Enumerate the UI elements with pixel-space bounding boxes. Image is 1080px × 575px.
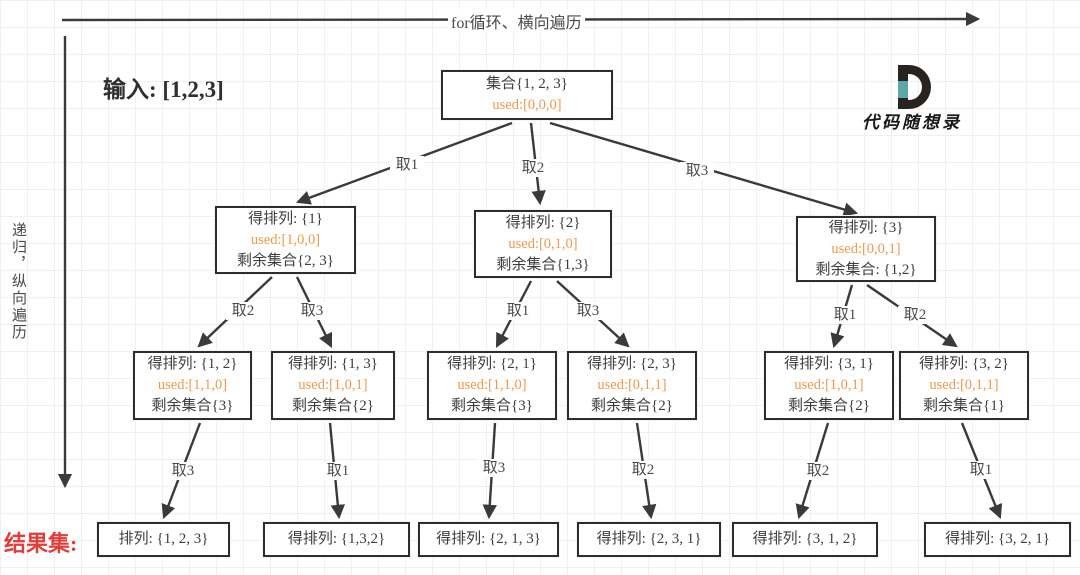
edge-label-l2-1: 取3 <box>295 302 329 320</box>
node-l3-1: 得排列: {1, 2} used:[1,1,0] 剩余集合{3} <box>133 351 252 420</box>
node-l3-5: 得排列: {3, 1} used:[1,0,1] 剩余集合{2} <box>764 351 894 420</box>
node-used-line: used:[1,0,1] <box>794 377 864 393</box>
edge-label-l2-4: 取1 <box>828 306 862 324</box>
node-used-line: used:[0,1,1] <box>929 377 999 393</box>
d-bar-top <box>898 65 908 81</box>
edge-label-l2-2: 取1 <box>501 302 535 320</box>
node-set-line: 集合{1, 2, 3} <box>486 76 568 92</box>
left-axis-label: 递归，纵向遍历 <box>10 222 26 341</box>
node-perm-line: 得排列: {3, 2} <box>919 356 1009 372</box>
node-used-line: used:[0,0,1] <box>831 240 901 257</box>
edge-label-l1-2: 取3 <box>680 162 714 180</box>
node-used-line: used:[0,1,1] <box>597 377 667 393</box>
node-l2-2: 得排列: {2} used:[0,1,0] 剩余集合{1,3} <box>474 210 612 278</box>
node-l2-3: 得排列: {3} used:[0,0,1] 剩余集合: {1,2} <box>796 216 936 282</box>
node-l3-6: 得排列: {3, 2} used:[0,1,1] 剩余集合{1} <box>899 351 1029 420</box>
node-used-line: used:[1,1,0] <box>157 377 228 393</box>
node-rest-line: 剩余集合{2, 3} <box>237 252 334 269</box>
result-node-4: 得排列: {2, 3, 1} <box>577 522 721 557</box>
top-axis-label: for循环、横向遍历 <box>448 9 585 33</box>
edge-label-l1-1: 取2 <box>516 159 550 177</box>
result-node-2: 得排列: {1,3,2} <box>263 522 410 557</box>
edge-label-l1-0: 取1 <box>390 156 424 174</box>
edge-label-l3-1: 取1 <box>321 462 355 480</box>
result-node-5: 得排列: {3, 1, 2} <box>732 522 878 557</box>
edge-label-l2-0: 取2 <box>226 302 260 320</box>
node-rest-line: 剩余集合{2} <box>591 398 673 414</box>
node-used-line: used:[1,0,0] <box>250 231 321 248</box>
node-perm-line: 得排列: {1, 3} <box>288 356 378 372</box>
node-l2-1: 得排列: {1} used:[1,0,0] 剩余集合{2, 3} <box>215 206 356 274</box>
node-l3-4: 得排列: {2, 3} used:[0,1,1] 剩余集合{2} <box>567 351 697 420</box>
node-perm-line: 得排列: {1} <box>248 210 323 227</box>
result-text: 得排列: {1,3,2} <box>287 531 386 547</box>
node-rest-line: 剩余集合: {1,2} <box>815 261 917 278</box>
node-perm-line: 得排列: {2} <box>505 214 581 231</box>
result-node-6: 得排列: {3, 2, 1} <box>924 522 1071 557</box>
edge-label-l2-3: 取3 <box>571 302 605 320</box>
node-rest-line: 剩余集合{1,3} <box>496 256 590 273</box>
node-perm-line: 得排列: {3, 1} <box>784 356 874 372</box>
result-set-label: 结果集: <box>4 531 78 556</box>
result-node-3: 得排列: {2, 1, 3} <box>418 522 559 557</box>
node-rest-line: 剩余集合{3} <box>451 398 533 414</box>
d-bowl-shape <box>905 65 931 109</box>
node-rest-line: 剩余集合{3} <box>151 398 234 414</box>
node-root: 集合{1, 2, 3} used:[0,0,0] <box>441 70 613 120</box>
edge-label-l3-3: 取2 <box>626 461 660 479</box>
node-used-line: used:[1,1,0] <box>457 377 527 393</box>
node-perm-line: 得排列: {1, 2} <box>147 356 238 372</box>
edge-label-l2-5: 取2 <box>898 306 932 324</box>
edge-label-l3-0: 取3 <box>166 462 200 480</box>
node-l3-3: 得排列: {2, 1} used:[1,1,0] 剩余集合{3} <box>427 351 557 420</box>
node-rest-line: 剩余集合{1} <box>923 398 1005 414</box>
node-used-line: used:[0,1,0] <box>508 235 578 252</box>
brand-name: 代码随想录 <box>862 113 962 132</box>
result-text: 得排列: {3, 1, 2} <box>752 531 858 547</box>
node-perm-line: 得排列: {2, 3} <box>587 356 677 372</box>
brand-d-icon <box>898 64 932 110</box>
result-text: 得排列: {3, 2, 1} <box>945 531 1050 547</box>
result-text: 排列: {1, 2, 3} <box>118 531 209 547</box>
node-used-line: used:[1,0,1] <box>298 377 368 393</box>
d-bar-bottom <box>898 98 908 109</box>
result-text: 得排列: {2, 1, 3} <box>436 531 541 547</box>
node-rest-line: 剩余集合{2} <box>292 398 374 414</box>
result-node-1: 排列: {1, 2, 3} <box>97 522 230 557</box>
node-perm-line: 得排列: {2, 1} <box>447 356 537 372</box>
edge-label-l3-5: 取1 <box>964 461 998 479</box>
node-l3-2: 得排列: {1, 3} used:[1,0,1] 剩余集合{2} <box>271 351 395 420</box>
node-rest-line: 剩余集合{2} <box>788 398 870 414</box>
node-perm-line: 得排列: {3} <box>828 219 904 236</box>
result-text: 得排列: {2, 3, 1} <box>596 531 702 547</box>
d-bar-teal <box>898 81 908 98</box>
node-used-line: used:[0,0,0] <box>492 97 562 113</box>
edge-label-l3-2: 取3 <box>477 459 511 477</box>
edge-label-l3-4: 取2 <box>801 462 835 480</box>
input-label: 输入: [1,2,3] <box>103 77 224 102</box>
